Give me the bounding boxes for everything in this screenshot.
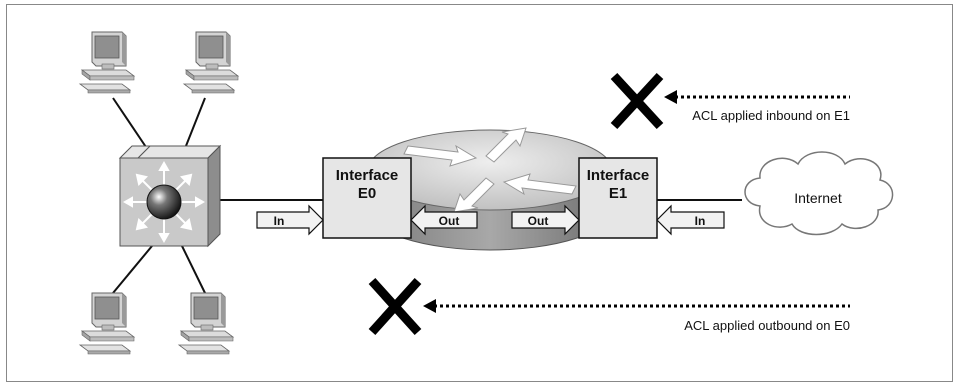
outbound-acl: ACL applied outbound on E0: [368, 277, 850, 336]
interface-e0: Interface E0: [322, 157, 412, 239]
interface-e0-title: Interface: [336, 167, 399, 184]
e1-in-label: In: [695, 214, 706, 228]
figure-frame: [6, 4, 953, 382]
switch-icon: [118, 144, 222, 248]
inbound-acl: ACL applied inbound on E1: [610, 72, 850, 130]
outbound-annotation: ACL applied outbound on E0: [684, 318, 850, 333]
deny-x-icon: [610, 72, 664, 130]
computer-icon: [183, 31, 239, 94]
router-icon: [367, 127, 613, 251]
deny-x-icon: [368, 277, 422, 336]
interface-e1-title: Interface: [587, 167, 650, 184]
e0-out-arrow: Out: [410, 204, 478, 236]
e1-out-label: Out: [528, 214, 549, 228]
computer-icon: [178, 292, 234, 355]
e1-out-arrow: Out: [511, 204, 580, 236]
e0-in-arrow: In: [256, 204, 324, 236]
interface-e1: Interface E1: [578, 157, 658, 239]
inbound-annotation: ACL applied inbound on E1: [692, 108, 850, 123]
computer-icon: [79, 31, 135, 94]
interface-e0-name: E0: [358, 185, 376, 202]
e1-in-arrow: In: [656, 204, 725, 236]
computer-icon: [79, 292, 135, 355]
internet-label: Internet: [794, 190, 842, 206]
cloud-icon: Internet: [744, 151, 894, 236]
e0-out-label: Out: [439, 214, 460, 228]
e0-in-label: In: [274, 214, 285, 228]
interface-e1-name: E1: [609, 185, 627, 202]
